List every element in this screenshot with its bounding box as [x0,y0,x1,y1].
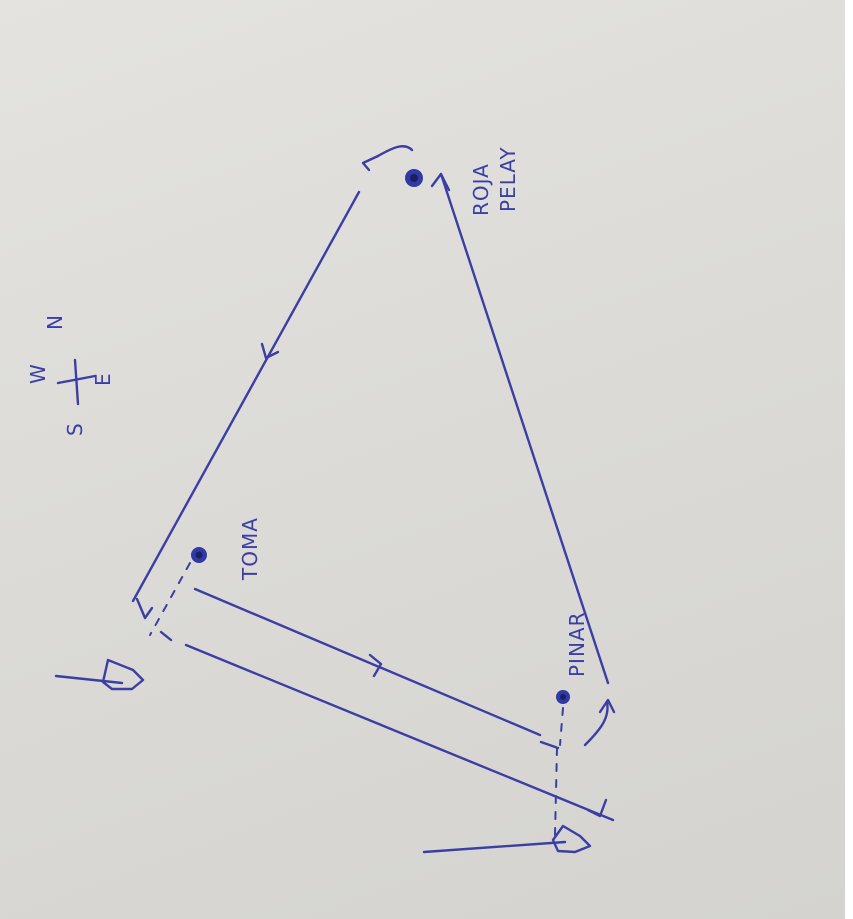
buoy-roja-pelay: ROJA PELAY [405,146,520,216]
pinar-rounding-arrow [559,698,616,747]
compass-south: S [63,423,87,436]
leg-pelay-to-start [131,145,414,603]
buoy-toma: TOMA [191,517,262,581]
toma-start-line [54,562,191,691]
compass-east: E [91,373,115,386]
leg-start-to-finish [184,643,615,822]
label-toma: TOMA [238,517,262,581]
compass-west: W [26,364,50,384]
leg-pinar-to-pelay [430,172,610,685]
compass-north: N [43,315,67,330]
label-roja: ROJA [469,163,493,216]
label-pinar: PINAR [565,612,589,678]
leg-toma-to-pinar [193,587,542,737]
compass-rose: N E W S [26,315,115,436]
label-pelay: PELAY [496,146,520,212]
pinar-finish-line [422,740,592,854]
buoy-pinar: PINAR [556,612,589,704]
